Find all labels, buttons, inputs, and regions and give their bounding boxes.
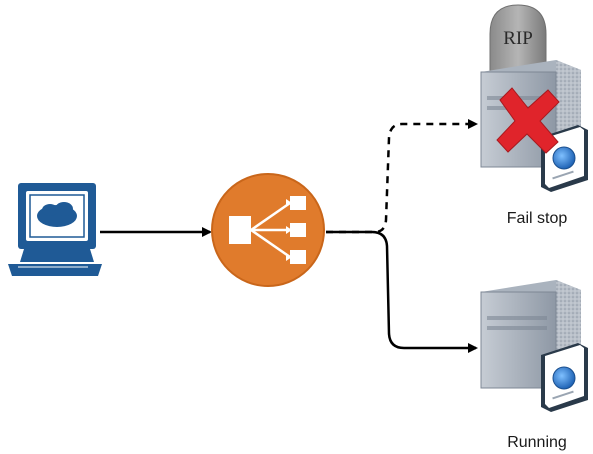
tombstone-text: RIP bbox=[503, 28, 533, 49]
document-card-icon bbox=[541, 343, 588, 412]
edge-balancer-to-failed bbox=[326, 119, 478, 234]
server-failed-label: Fail stop bbox=[506, 210, 568, 227]
server-running bbox=[480, 280, 588, 412]
load-balancer-icon bbox=[211, 173, 325, 287]
tombstone-icon: RIP bbox=[489, 4, 547, 73]
server-running-label: Running bbox=[507, 434, 567, 451]
computer-terminal-icon bbox=[8, 183, 102, 276]
red-x-icon bbox=[496, 87, 560, 154]
edge-balancer-to-running bbox=[326, 230, 478, 353]
server-failed: RIP bbox=[480, 4, 588, 192]
